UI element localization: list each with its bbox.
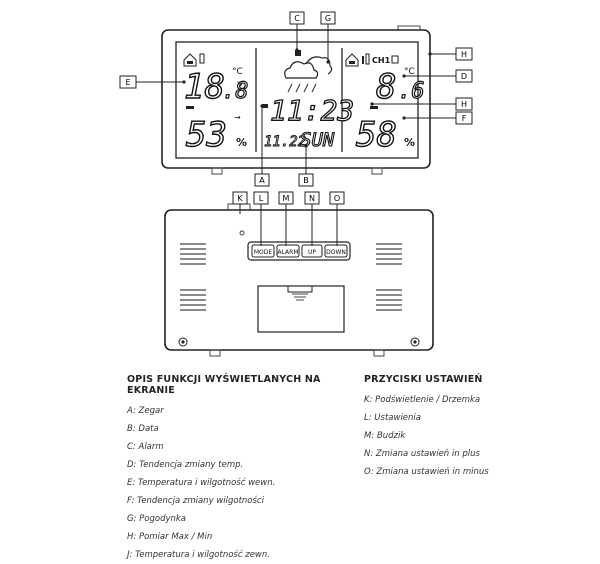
callout-B: B xyxy=(298,173,314,187)
date-value: 11.22 xyxy=(264,134,306,150)
legend-item: F: Tendencja zmiany wilgotności xyxy=(127,496,264,506)
celsius-unit-indoor: °C xyxy=(232,67,243,77)
legend-item: B: Data xyxy=(127,424,159,434)
outdoor-humidity-percent: % xyxy=(404,136,415,149)
display-functions-legend: OPIS FUNKCJI WYŚWIETLANYCH NA EKRANIE A:… xyxy=(127,374,357,564)
svg-text:C: C xyxy=(294,14,300,23)
callout-H-bottom: H xyxy=(455,97,473,111)
legend-item: C: Alarm xyxy=(127,442,164,452)
outdoor-humidity-value: 58 xyxy=(356,115,397,155)
callout-C: C xyxy=(289,11,305,25)
celsius-unit-outdoor: °C xyxy=(404,67,415,77)
svg-text:N: N xyxy=(309,194,315,203)
callout-M: M xyxy=(278,191,294,205)
speaker-grille-right xyxy=(376,243,402,311)
svg-text:E: E xyxy=(125,78,130,87)
button-panel xyxy=(247,241,351,261)
screw-right xyxy=(410,337,420,347)
svg-text:H: H xyxy=(461,100,467,109)
callout-G: G xyxy=(320,11,336,25)
speaker-grille-left xyxy=(180,243,206,311)
battery-icon xyxy=(199,53,205,64)
pm-indicator xyxy=(262,104,268,108)
legend-item: K: Podświetlenie / Drzemka xyxy=(364,395,481,405)
legend-item: O: Zmiana ustawień in minus xyxy=(364,467,489,477)
weather-forecast-icon xyxy=(284,56,333,93)
home-icon xyxy=(183,53,197,67)
svg-text:L: L xyxy=(259,194,264,203)
up-button-label: UP xyxy=(308,249,316,256)
legend-item: H: Pomiar Max / Min xyxy=(127,532,213,542)
legend-item: M: Budzik xyxy=(364,431,406,441)
clock-body-back xyxy=(164,209,434,351)
mode-button-label: MODE xyxy=(254,249,273,256)
legend-item: G: Pogodynka xyxy=(127,514,187,524)
callout-K: K xyxy=(232,191,248,205)
callout-N: N xyxy=(304,191,320,205)
product-diagram: 18 .8 °C ↘ 53 % → 11:23 11.22 SUN xyxy=(119,11,473,357)
callout-lines xyxy=(136,24,456,246)
outdoor-temp-decimal: .6 xyxy=(398,79,425,104)
indoor-humidity-percent: % xyxy=(236,136,247,149)
callout-F: F xyxy=(455,111,473,125)
legend-item: N: Zmiana ustawień in plus xyxy=(364,449,480,459)
svg-text:B: B xyxy=(303,176,309,185)
alarm-button[interactable]: ALARM xyxy=(276,244,300,258)
channel-indicator: CH1 xyxy=(372,56,391,65)
up-button[interactable]: UP xyxy=(301,244,323,258)
legend-item: D: Tendencja zmiany temp. xyxy=(127,460,244,470)
outdoor-house-icon xyxy=(345,53,359,67)
svg-text:O: O xyxy=(334,194,340,203)
legend-item: J: Temperatura i wilgotność zewn. xyxy=(127,550,270,560)
svg-text:M: M xyxy=(283,194,290,203)
settings-buttons-title: PRZYCISKI USTAWIEŃ xyxy=(364,374,483,385)
alarm-button-label: ALARM xyxy=(277,249,298,256)
down-button[interactable]: DOWN xyxy=(324,244,348,258)
svg-text:A: A xyxy=(259,176,265,185)
settings-buttons-legend: PRZYCISKI USTAWIEŃ K: Podświetlenie / Dr… xyxy=(364,374,594,481)
legend-item: E: Temperatura i wilgotność wewn. xyxy=(127,478,276,488)
mode-button[interactable]: MODE xyxy=(251,244,275,258)
svg-text:D: D xyxy=(461,72,467,81)
screw-left xyxy=(178,337,188,347)
callout-E: E xyxy=(119,75,137,89)
clock-time: 11:23 xyxy=(270,94,354,127)
svg-text:→: → xyxy=(234,113,241,122)
svg-text:H: H xyxy=(461,50,467,59)
outdoor-temp-integer: 8 xyxy=(376,67,396,107)
battery-compartment xyxy=(257,285,345,333)
callout-H-top: H xyxy=(455,47,473,61)
svg-text:K: K xyxy=(237,194,243,203)
svg-text:F: F xyxy=(462,114,467,123)
indoor-humidity-value: 53 xyxy=(186,115,227,155)
indoor-temp-integer: 18 xyxy=(184,67,225,107)
callout-O: O xyxy=(329,191,345,205)
callout-L: L xyxy=(253,191,269,205)
down-button-label: DOWN xyxy=(326,249,346,256)
legend-item: A: Zegar xyxy=(127,406,164,416)
callout-D: D xyxy=(455,69,473,83)
svg-text:G: G xyxy=(325,14,331,23)
legend-item: L: Ustawienia xyxy=(364,413,421,423)
signal-icon xyxy=(362,53,370,65)
back-view: MODE ALARM UP DOWN xyxy=(164,203,434,357)
callout-A: A xyxy=(254,173,270,187)
display-functions-title: OPIS FUNKCJI WYŚWIETLANYCH NA EKRANIE xyxy=(127,374,321,396)
alarm-bell-icon xyxy=(295,50,301,56)
indoor-temp-decimal: .8 xyxy=(222,79,249,104)
weekday-value: SUN xyxy=(300,129,335,151)
indoor-trend-arrow: ↘ xyxy=(236,79,243,88)
front-view: 18 .8 °C ↘ 53 % → 11:23 11.22 SUN xyxy=(161,25,431,175)
